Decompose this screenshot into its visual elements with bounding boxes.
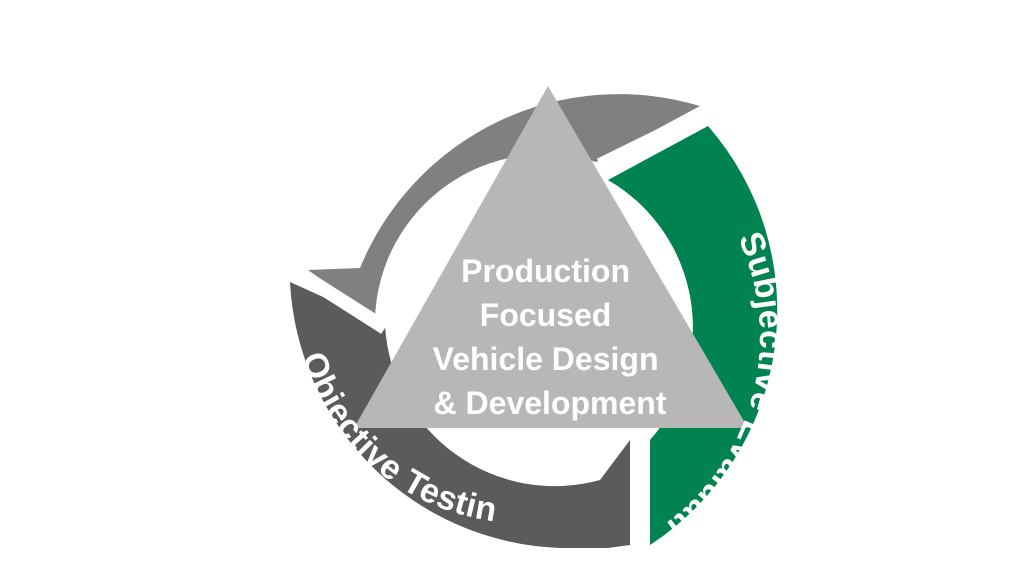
center-line-3: Vehicle Design	[433, 341, 659, 377]
center-line-1: Production	[461, 253, 630, 289]
segment-gap	[296, 268, 389, 334]
center-triangle	[354, 86, 748, 428]
subjective-evaluation-segment	[608, 126, 778, 545]
center-line-4: & Development	[434, 385, 667, 421]
center-line-2: Focused	[480, 297, 612, 333]
center-label: Production Focused Vehicle Design & Deve…	[433, 253, 668, 421]
analytical-simulation-segment	[308, 94, 700, 318]
objective-testing-segment	[290, 282, 630, 548]
segment-gap	[596, 107, 708, 172]
